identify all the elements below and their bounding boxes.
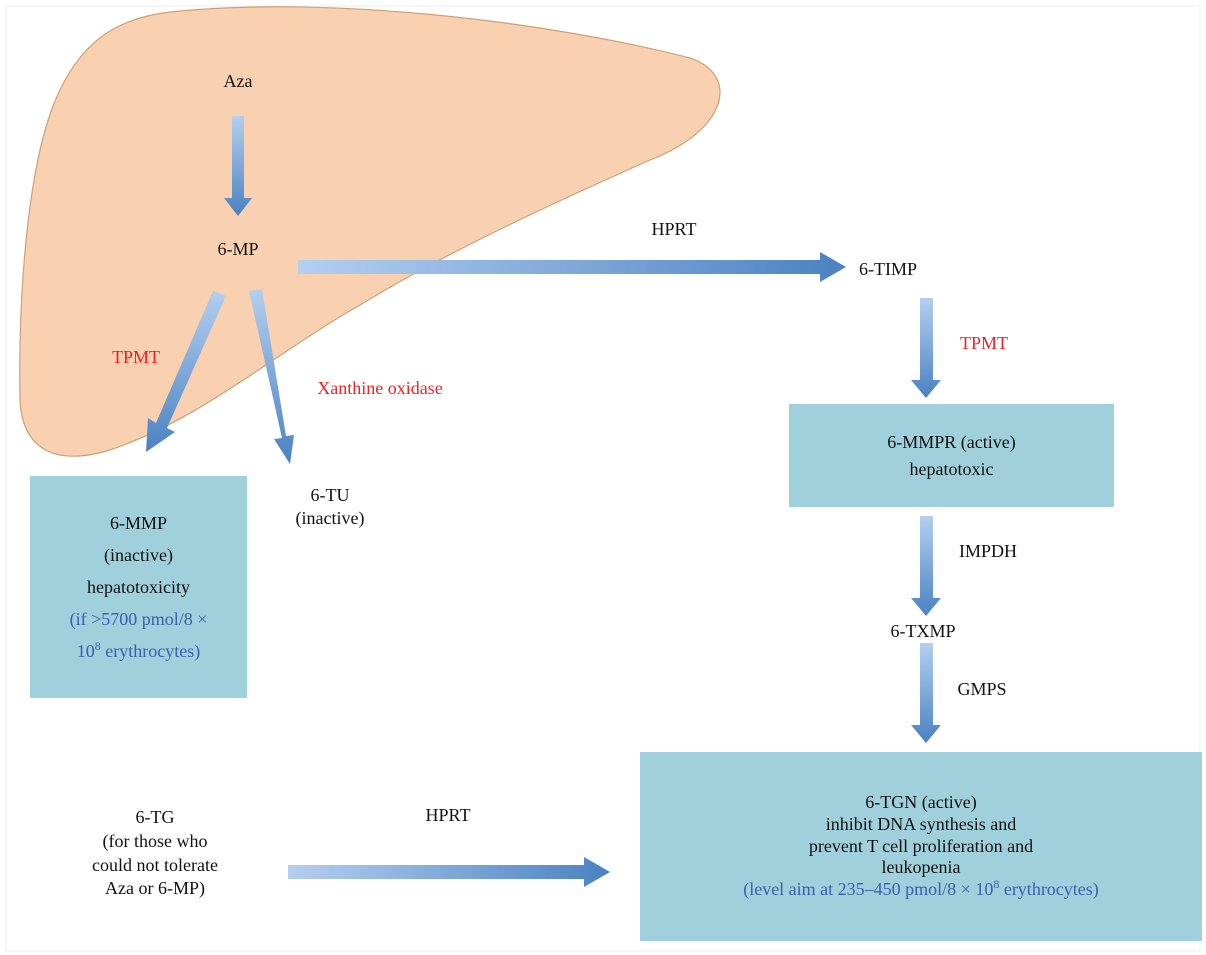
arrow-6mp-to-6timp-hprt [298, 252, 846, 282]
node-6tu-name: 6-TU [310, 485, 350, 505]
box-6mmp-status: (inactive) [104, 544, 173, 565]
enzyme-impdh: IMPDH [958, 541, 1017, 561]
enzyme-hprt-top: HPRT [651, 219, 697, 239]
box-6mmpr-effect: hepatotoxic [909, 458, 994, 479]
box-6mmp-effect: hepatotoxicity [87, 576, 190, 597]
box-6mmp-title: 6-MMP [109, 512, 167, 533]
box-6mmp-threshold-exp: 8 [94, 639, 101, 654]
box-6mmp: 6-MMP (inactive) hepatotoxicity (if >570… [30, 476, 247, 698]
node-6tu-status: (inactive) [295, 508, 365, 529]
box-6tgn-target-pre: (level aim at 235–450 pmol/8 × 10 [743, 879, 994, 900]
node-6tu: 6-TU (inactive) [270, 484, 390, 531]
node-6tg-note-1: (for those who [102, 830, 208, 851]
arrow-6mp-to-6mmp-tpmt [146, 291, 226, 452]
arrow-6mp-to-6tu-xo [249, 289, 294, 464]
node-6tg-name: 6-TG [135, 807, 175, 827]
enzyme-tpmt-right: TPMT [959, 333, 1008, 353]
node-6mp: 6-MP [217, 239, 259, 259]
enzyme-tpmt-left: TPMT [111, 347, 160, 367]
enzyme-hprt-bottom: HPRT [425, 805, 471, 825]
box-6tgn-effect-1: inhibit DNA synthesis and [825, 813, 1017, 834]
arrow-6timp-to-6mmpr-tpmt [911, 298, 941, 398]
box-6tgn-effect-3: leukopenia [881, 857, 961, 878]
arrow-6mmpr-to-6txmp-impdh [911, 516, 941, 616]
box-6tgn-target-post: erythrocytes) [999, 879, 1099, 900]
box-6tgn-title: 6-TGN (active) [865, 791, 977, 812]
node-6tg: 6-TG (for those who could not tolerate A… [60, 806, 250, 901]
node-6txmp: 6-TXMP [890, 621, 956, 641]
box-6mmpr: 6-MMPR (active) hepatotoxic [789, 404, 1114, 507]
box-6mmp-threshold-rest: erythrocytes) [100, 641, 201, 662]
box-6mmp-threshold-base: 10 [76, 641, 95, 662]
arrow-6tg-to-6tgn-hprt [288, 857, 610, 887]
box-6mmp-threshold-1: (if >5700 pmol/8 × [69, 609, 208, 630]
enzyme-gmps: GMPS [957, 679, 1007, 699]
box-6tgn-target-level: (level aim at 235–450 pmol/8 × 108 eryth… [743, 877, 1099, 901]
enzyme-xanthine-oxidase: Xanthine oxidase [317, 378, 443, 398]
box-6mmp-threshold-2: 108 erythrocytes) [77, 635, 200, 667]
node-aza: Aza [223, 71, 253, 91]
arrow-aza-to-6mp [224, 116, 252, 216]
arrow-6txmp-to-6tgn-gmps [911, 643, 941, 743]
box-6tgn-target-exp: 8 [993, 877, 1000, 892]
node-6tg-note-2: could not tolerate [92, 854, 218, 875]
box-6mmpr-title: 6-MMPR (active) [887, 431, 1016, 452]
box-6tgn: 6-TGN (active) inhibit DNA synthesis and… [640, 752, 1202, 941]
node-6timp: 6-TIMP [859, 259, 917, 279]
node-6tg-note-3: Aza or 6-MP) [105, 878, 205, 899]
box-6tgn-effect-2: prevent T cell proliferation and [808, 835, 1034, 856]
